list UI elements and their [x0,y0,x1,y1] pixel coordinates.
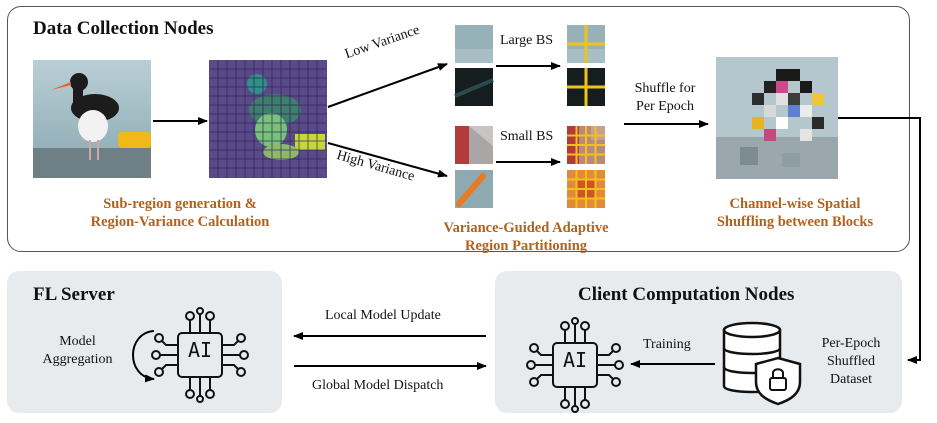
model-aggregation-line-1: Model [59,334,96,349]
arrow-photo-to-grid [153,117,208,125]
variance-arrows [327,63,448,178]
ai-chip-icon [151,307,249,403]
local-model-update-label: Local Model Update [325,308,441,323]
small-bs-block-2 [567,170,605,208]
subregion-caption: Sub-region generation & Region-Variance … [30,195,330,231]
small-bs-label: Small BS [500,129,554,144]
shuffle-label-line-2: Per Epoch [636,99,694,114]
database-lock-icon [722,321,802,406]
arrow-large-bs [496,62,561,70]
data-collection-title: Data Collection Nodes [33,18,214,39]
client-ai-chip-text: AI [562,348,588,372]
dataset-label-line-1: Per-Epoch [821,336,881,351]
training-label: Training [643,337,691,352]
low-variance-patch-2 [454,68,494,106]
arrow-shuffle [624,120,709,128]
arrow-local-update [293,332,486,340]
partition-caption-line-2: Region Partitioning [464,238,588,254]
shuffle-caption-line-1: Channel-wise Spatial [729,196,861,212]
arrow-low-variance [327,63,448,108]
partition-caption: Variance-Guided Adaptive Region Partitio… [376,219,676,255]
arrow-small-bs [496,158,561,166]
variance-grid-image [209,60,327,178]
shuffle-label: Shuffle for Per Epoch [620,80,710,116]
model-aggregation-label: Model Aggregation [30,333,125,369]
shuffle-label-line-1: Shuffle for [634,81,696,96]
model-aggregation-line-2: Aggregation [42,352,113,367]
high-variance-patch-1 [455,126,493,164]
partition-caption-line-1: Variance-Guided Adaptive [443,220,609,236]
large-bs-block-1 [567,25,605,63]
large-bs-block-2 [567,68,605,106]
large-bs-label: Large BS [500,33,554,48]
ai-chip-text: AI [187,338,213,362]
fl-server-title: FL Server [33,284,115,305]
arrow-training [630,360,715,368]
aggregation-loop-arrow [132,330,155,383]
connector-to-dataset [838,117,921,364]
small-bs-block-1 [567,126,605,164]
shuffle-caption: Channel-wise Spatial Shuffling between B… [700,195,890,231]
shuffled-image [716,57,838,179]
subregion-caption-line-2: Region-Variance Calculation [90,214,270,230]
dataset-label-line-2: Shuffled [827,354,875,369]
arrow-high-variance [327,142,448,178]
client-ai-chip-icon [526,317,624,413]
arrow-global-dispatch [294,362,487,370]
client-nodes-title: Client Computation Nodes [578,284,795,305]
bird-photo [33,60,151,178]
dataset-label-line-3: Dataset [830,372,872,387]
shuffle-caption-line-2: Shuffling between Blocks [716,214,874,230]
low-variance-patch-1 [455,25,493,63]
global-model-dispatch-label: Global Model Dispatch [312,378,444,393]
dataset-label: Per-Epoch Shuffled Dataset [812,335,890,389]
subregion-caption-line-1: Sub-region generation & [103,196,257,212]
high-variance-patch-2 [455,170,493,208]
